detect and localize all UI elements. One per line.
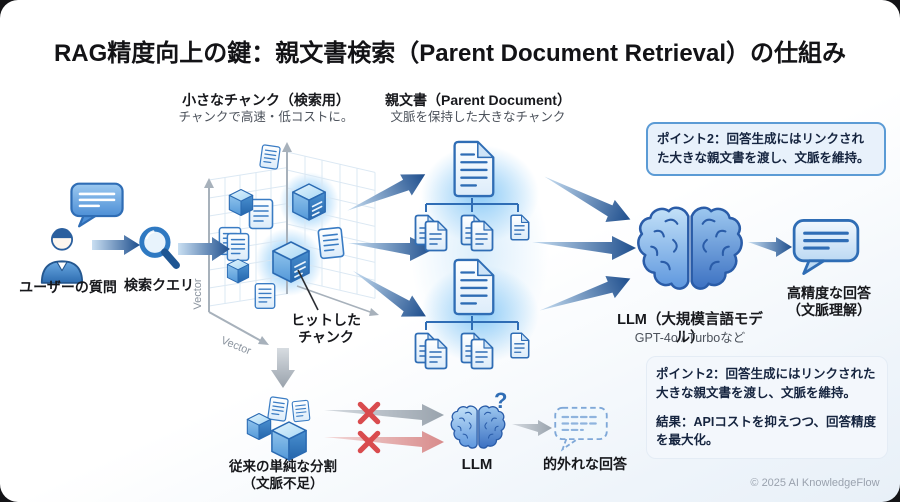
arrow-legacy-top xyxy=(324,404,444,426)
parent-document-icon xyxy=(453,258,495,316)
search-icon xyxy=(136,222,182,274)
legacy-cube-icon xyxy=(246,412,272,441)
chunk-chip-icon xyxy=(259,144,281,170)
bad-answer-label: 的外れな回答 xyxy=(543,456,627,472)
hit-chunk-pointer-line xyxy=(297,269,319,311)
brain-icon xyxy=(636,206,744,290)
child-document-icon xyxy=(510,332,530,359)
parent-doc-heading: 親文書（Parent Document） xyxy=(385,92,571,108)
child-document-icon xyxy=(470,338,494,370)
arrow-fan-bottom xyxy=(352,270,426,317)
cross-icon xyxy=(356,400,382,426)
small-chunks-subheading: チャンクで高速・低コストに。 xyxy=(178,110,354,124)
llm-label: LLM（大規模言語モデル） xyxy=(617,312,763,346)
parent-doc-subheading: 文脈を保持した大きなチャンク xyxy=(390,110,566,124)
llm-sublabel: GPT-4o / Turboなど xyxy=(634,331,746,345)
arrow-converge-bottom xyxy=(539,276,631,311)
legacy-cube-icon xyxy=(271,421,307,461)
arrow-llm-to-answer xyxy=(748,237,792,257)
query-label: 検索クエリ xyxy=(124,277,194,293)
hit-chunk-label-line2: チャンク xyxy=(298,329,354,345)
parent-doc-cluster-bottom xyxy=(414,258,530,370)
callout-bottom: ポイント2：回答生成にはリンクされた大きな親文書を渡し、文脈を維持。 結果：AP… xyxy=(646,356,888,459)
chunk-cube-icon xyxy=(226,258,250,284)
page-title: RAG精度向上の鍵：親文書検索（Parent Document Retrieva… xyxy=(53,40,847,67)
arrow-legacy-bottom xyxy=(324,431,444,453)
arrow-user-to-query xyxy=(92,235,140,255)
child-document-icon xyxy=(510,214,530,241)
legacy-llm-label: LLM xyxy=(461,456,493,473)
arrow-down-legacy xyxy=(271,348,295,388)
parent-document-icon xyxy=(453,140,495,198)
arrow-fan-top xyxy=(347,174,426,211)
small-chunks-heading: 小さなチャンク（検索用） xyxy=(182,92,350,108)
arrow-fan-middle xyxy=(348,237,434,261)
answer-label-line1: 高精度な回答 xyxy=(787,285,871,301)
bad-answer-bubble-icon xyxy=(554,406,608,451)
chunk-chip-icon xyxy=(254,283,276,309)
child-document-icon xyxy=(470,220,494,252)
chunk-cube-icon xyxy=(228,188,254,217)
question-mark: ? xyxy=(494,388,508,413)
callout-top-text: ポイント2：回答生成にはリンクされた大きな親文書を渡し、文脈を維持。 xyxy=(657,132,870,165)
hit-chunk-label-line1: ヒットした xyxy=(291,312,361,328)
callout-bottom-result: 結果：APIコストを抑えつつ、回答精度を最大化。 xyxy=(656,414,876,448)
legacy-split-label-line2: （文脈不足） xyxy=(242,476,324,491)
chunk-chip-icon xyxy=(317,226,345,260)
arrow-query-to-space xyxy=(178,237,230,261)
arrow-converge-middle xyxy=(532,236,636,260)
child-document-icon xyxy=(424,220,448,252)
callout-bottom-point: ポイント2：回答生成にはリンクされた大きな親文書を渡し、文脈を維持。 xyxy=(656,367,876,400)
hit-chunk-cube-icon xyxy=(293,184,325,220)
cross-icon xyxy=(356,429,382,455)
callout-top: ポイント2：回答生成にはリンクされた大きな親文書を渡し、文脈を維持。 xyxy=(646,122,886,176)
answer-bubble-icon xyxy=(792,218,860,276)
copyright: © 2025 AI KnowledgeFlow xyxy=(750,477,880,489)
arrow-converge-top xyxy=(544,176,631,222)
child-document-icon xyxy=(424,338,448,370)
parent-doc-cluster-top xyxy=(414,140,530,252)
user-speech-bubble-icon xyxy=(70,182,124,228)
user-label: ユーザーの質問 xyxy=(19,279,117,295)
answer-label-line2: （文脈理解） xyxy=(787,302,871,318)
arrow-legacy-llm-to-answer xyxy=(512,420,552,436)
legacy-split-label-line1: 従来の単純な分割 xyxy=(229,459,337,474)
vector-space xyxy=(204,142,379,345)
